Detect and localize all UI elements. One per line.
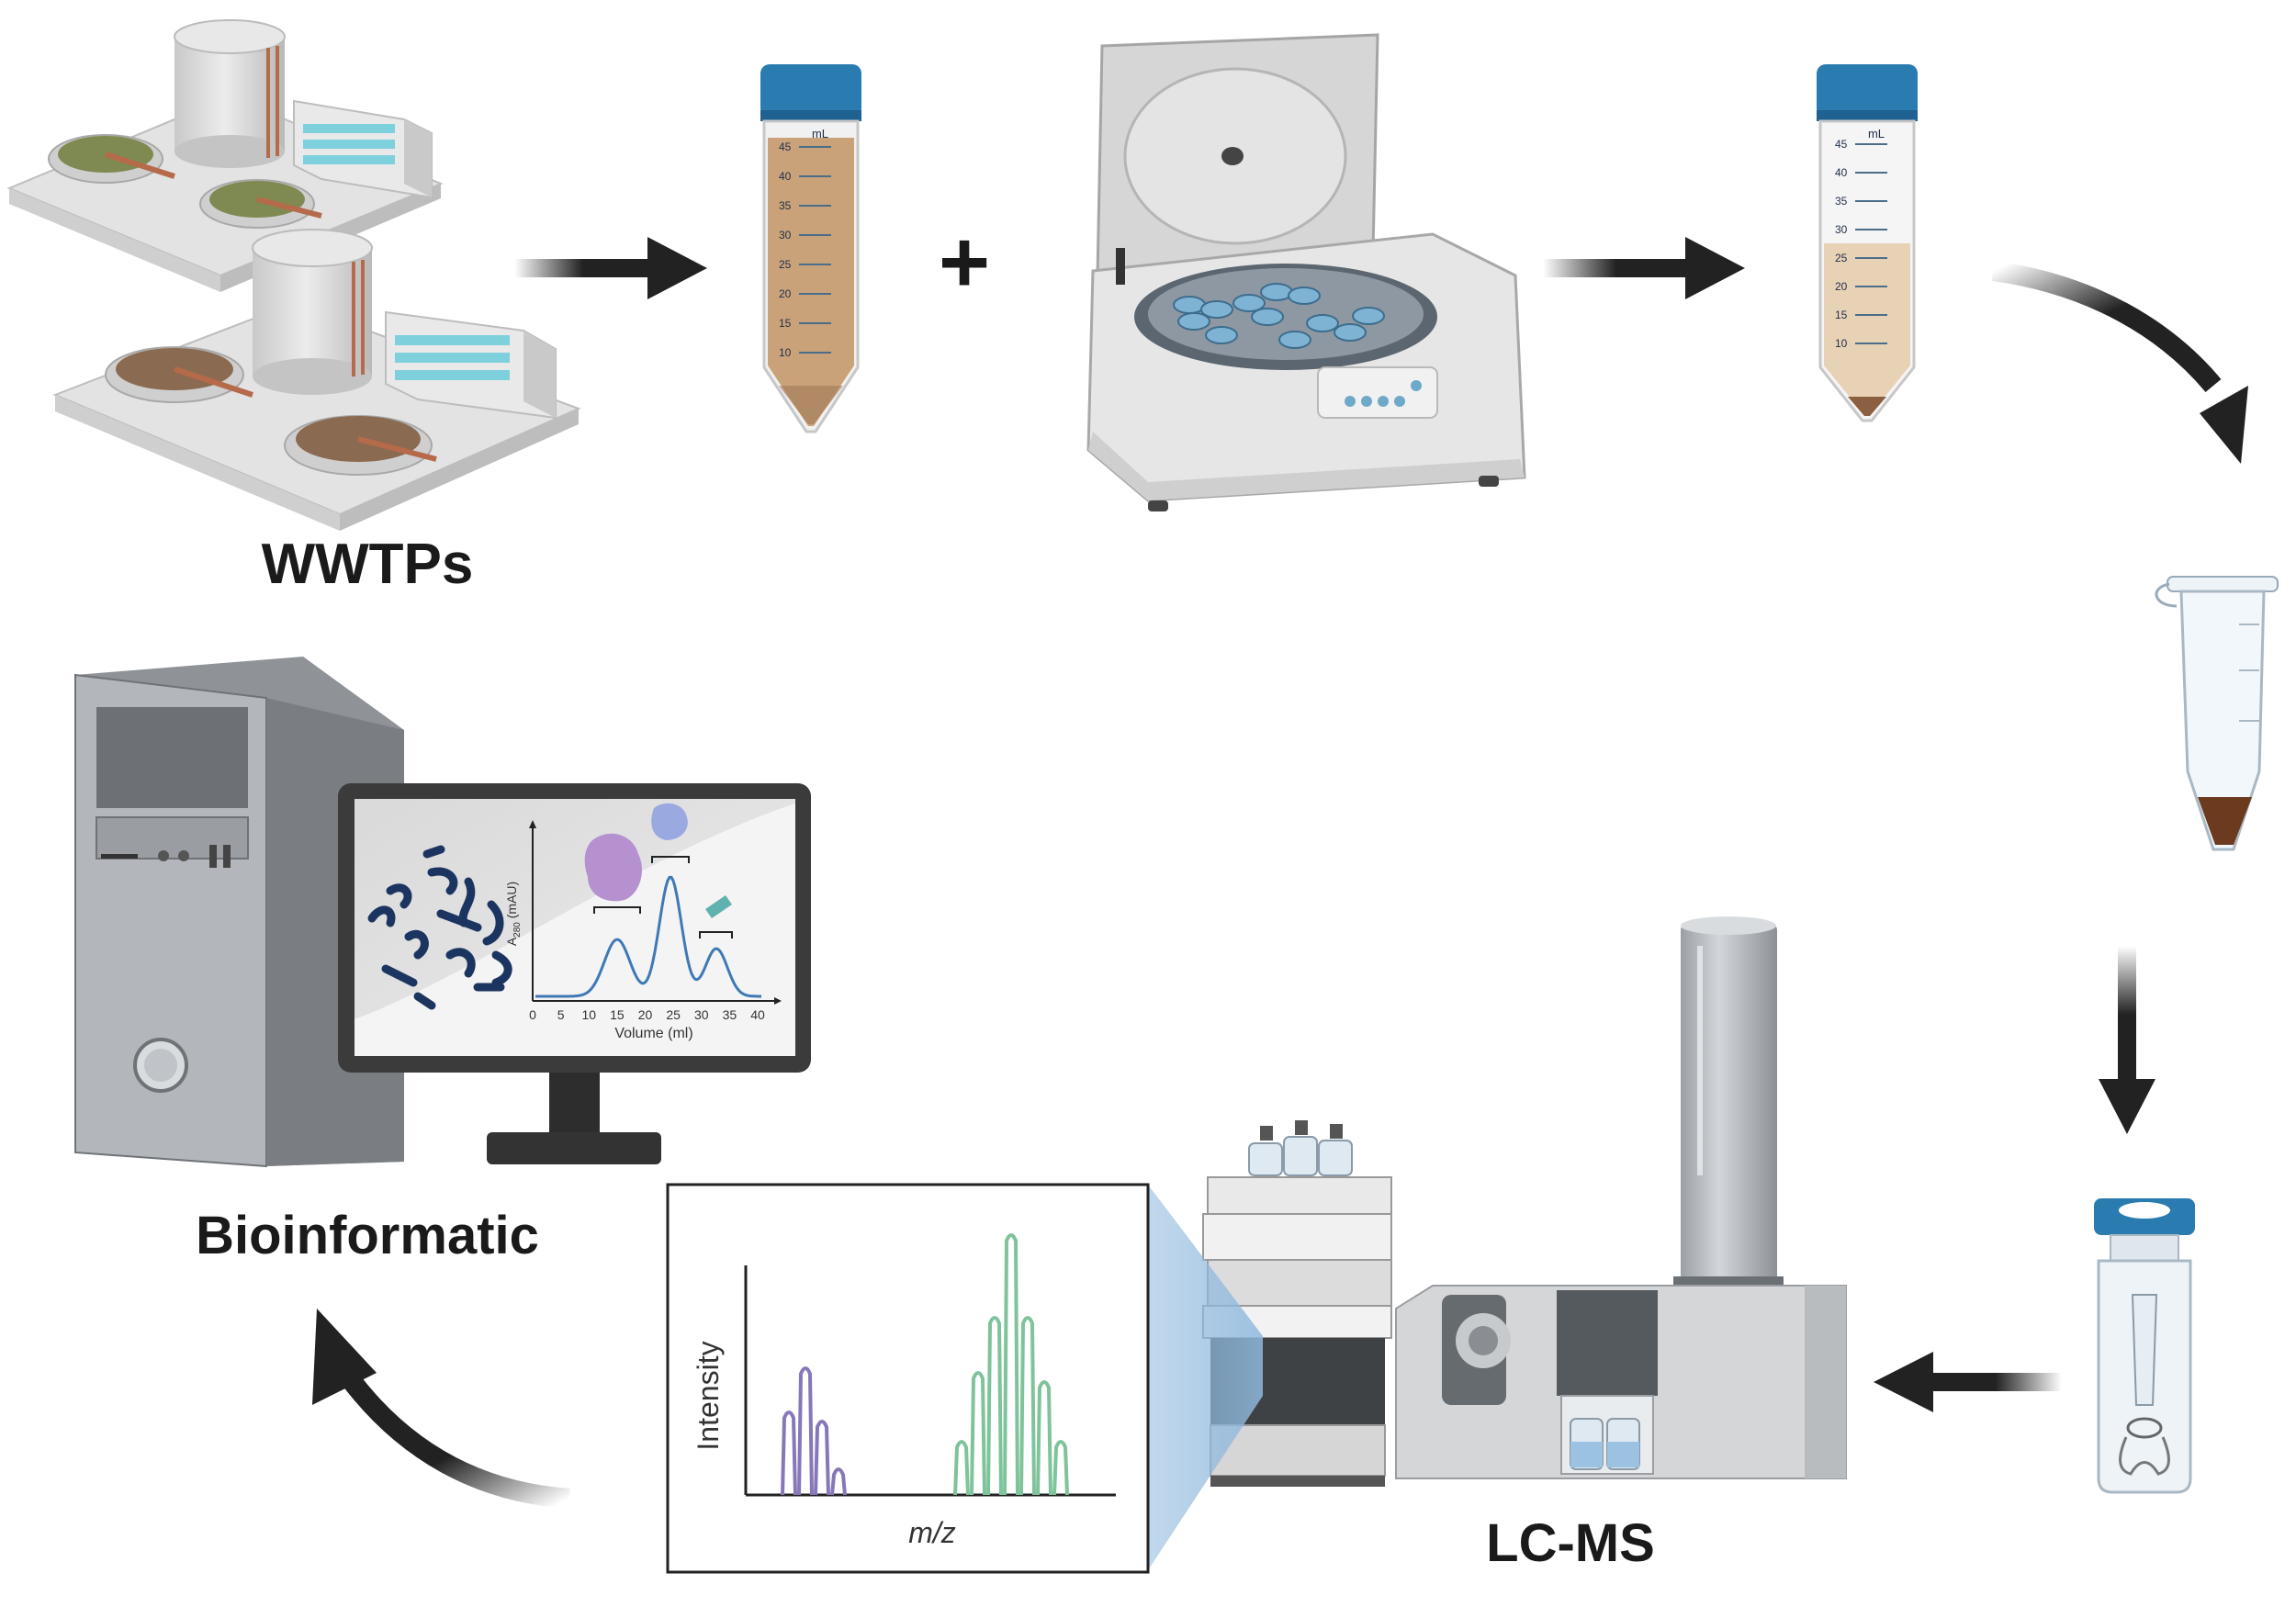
- computer-monitor: A280 (mAU) 0 5 10 15 20 25 30 35 40 Volume (ml): [338, 783, 811, 1164]
- hplc-vial: [2094, 1198, 2195, 1494]
- tube2-graduations: 45 40 35 30 25 20 15 10: [1835, 138, 1887, 350]
- monitor-ylabel: A280 (mAU): [504, 882, 523, 946]
- monitor-x-tick-label: 40: [750, 1007, 765, 1022]
- tube-graduation-label: 10: [779, 346, 792, 359]
- lcms-label: LC-MS: [1486, 1513, 1655, 1573]
- tube-graduation-label: 15: [779, 317, 792, 330]
- spectrum-peak: [970, 1371, 986, 1496]
- tube1-unit-label: mL: [812, 127, 828, 140]
- falcon-tube-supernatant: 45 40 35 30 25 20 15 10 mL: [1817, 64, 1918, 422]
- protein-purple: [584, 833, 643, 902]
- mass-spectrum-panel: Intensity m/z: [666, 1183, 1150, 1574]
- tube-graduation-label: 35: [779, 199, 792, 212]
- dna-fragments: [367, 845, 512, 1010]
- spectrum-peak: [1003, 1233, 1019, 1496]
- falcon-tube-sample: 45 40 35 30 25 20 15 10 mL: [760, 64, 861, 433]
- spectrum-peak: [1052, 1440, 1069, 1496]
- monitor-x-tick-label: 15: [610, 1007, 625, 1022]
- monitor-x-tick-label: 10: [581, 1007, 596, 1022]
- tube-graduation-label: 25: [1835, 252, 1848, 264]
- spectrum-peak: [986, 1316, 1003, 1496]
- tube-graduation-label: 45: [779, 140, 792, 153]
- spectrum-peak: [1036, 1380, 1052, 1496]
- elution-curve: [535, 875, 761, 998]
- arrow-vial-to-lcms: [1874, 1352, 2062, 1412]
- protein-blue: [651, 803, 688, 840]
- bracket-peak-3: [699, 931, 733, 938]
- monitor-x-tick-label: 30: [694, 1007, 709, 1022]
- spectrum-peak: [830, 1467, 847, 1496]
- spectrum-peak: [814, 1420, 830, 1496]
- tube2-unit-label: mL: [1868, 127, 1885, 140]
- tube-graduation-label: 30: [1835, 223, 1848, 236]
- bioinformatic-label: Bioinformatic: [196, 1206, 539, 1265]
- monitor-x-tick-label: 0: [529, 1007, 536, 1022]
- tube-graduation-label: 30: [779, 229, 792, 242]
- monitor-x-ticks: 0 5 10 15 20 25 30 35 40: [529, 1007, 765, 1022]
- tube-graduation-label: 45: [1835, 138, 1848, 151]
- bracket-peak-2: [651, 856, 690, 863]
- monitor-x-tick-label: 35: [723, 1007, 737, 1022]
- monitor-x-tick-label: 20: [638, 1007, 653, 1022]
- ms-ylabel: Intensity: [692, 1341, 725, 1450]
- spectrum-peak: [1019, 1316, 1036, 1496]
- centrifuge-illustration: [1086, 33, 1526, 511]
- bracket-peak-1: [593, 906, 641, 914]
- wwtps-label: WWTPs: [262, 533, 474, 596]
- arrow-tube-to-microtube: [1991, 261, 2248, 464]
- monitor-x-tick-label: 25: [666, 1007, 681, 1022]
- tube-graduation-label: 25: [779, 258, 792, 271]
- monitor-x-tick-label: 5: [557, 1007, 565, 1022]
- ms-xlabel: m/z: [908, 1516, 956, 1549]
- tube1-graduations: 45 40 35 30 25 20 15 10: [779, 140, 831, 359]
- microtube-pellet: [2155, 576, 2279, 851]
- arrow-centrifuge-to-tube: [1543, 237, 1745, 299]
- wwtp-illustration: [6, 19, 581, 531]
- tube-graduation-label: 15: [1835, 309, 1848, 321]
- tube-graduation-label: 10: [1835, 337, 1848, 350]
- tube-graduation-label: 20: [1835, 280, 1848, 293]
- arrow-wwtp-to-tube: [514, 237, 707, 299]
- zoom-beam: [1148, 1185, 1263, 1570]
- spectrum-peak: [953, 1440, 970, 1496]
- wwtp-plant-lower: [52, 229, 581, 531]
- monitor-xlabel: Volume (ml): [614, 1026, 692, 1041]
- lc-ms-instrument: [1202, 916, 1847, 1487]
- plus-sign: +: [939, 213, 990, 311]
- spectrum-peak: [781, 1410, 797, 1496]
- arrow-ms-to-bioinformatic: [312, 1309, 570, 1509]
- tube-graduation-label: 35: [1835, 195, 1848, 208]
- arrow-microtube-to-vial: [2099, 946, 2155, 1134]
- purple-peak-cluster: [781, 1366, 847, 1496]
- wwtp-plant-upper: [6, 19, 444, 292]
- protein-teal: [705, 895, 732, 918]
- spectrum-peak: [797, 1366, 814, 1496]
- tube-graduation-label: 40: [779, 170, 792, 183]
- tube-graduation-label: 20: [779, 287, 792, 300]
- green-peak-cluster: [953, 1233, 1069, 1496]
- tube-graduation-label: 40: [1835, 166, 1848, 179]
